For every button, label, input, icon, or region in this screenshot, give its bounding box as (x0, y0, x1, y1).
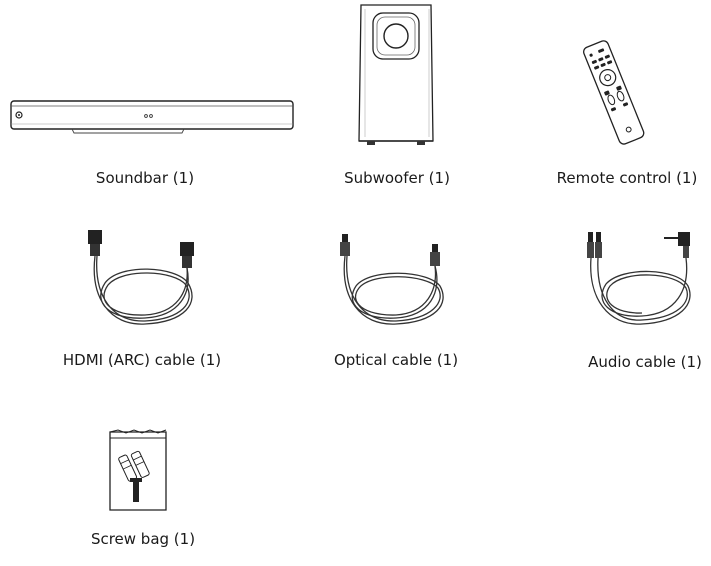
remote-control-icon (583, 40, 645, 145)
hdmi-cable-icon (88, 230, 194, 325)
caption-subwoofer: Subwoofer (1) (344, 169, 450, 187)
optical-cable-icon (340, 234, 444, 325)
caption-screw-bag: Screw bag (1) (90, 530, 196, 548)
caption-optical-cable: Optical cable (1) (333, 351, 459, 369)
caption-hdmi-cable: HDMI (ARC) cable (1) (62, 351, 222, 369)
caption-soundbar: Soundbar (1) (95, 169, 195, 187)
soundbar-icon (10, 100, 294, 134)
screw-bag-icon (109, 429, 167, 511)
audio-cable-icon (587, 232, 691, 325)
subwoofer-icon (358, 4, 434, 145)
caption-remote-control: Remote control (1) (556, 169, 698, 187)
caption-audio-cable: Audio cable (1) (588, 353, 702, 371)
